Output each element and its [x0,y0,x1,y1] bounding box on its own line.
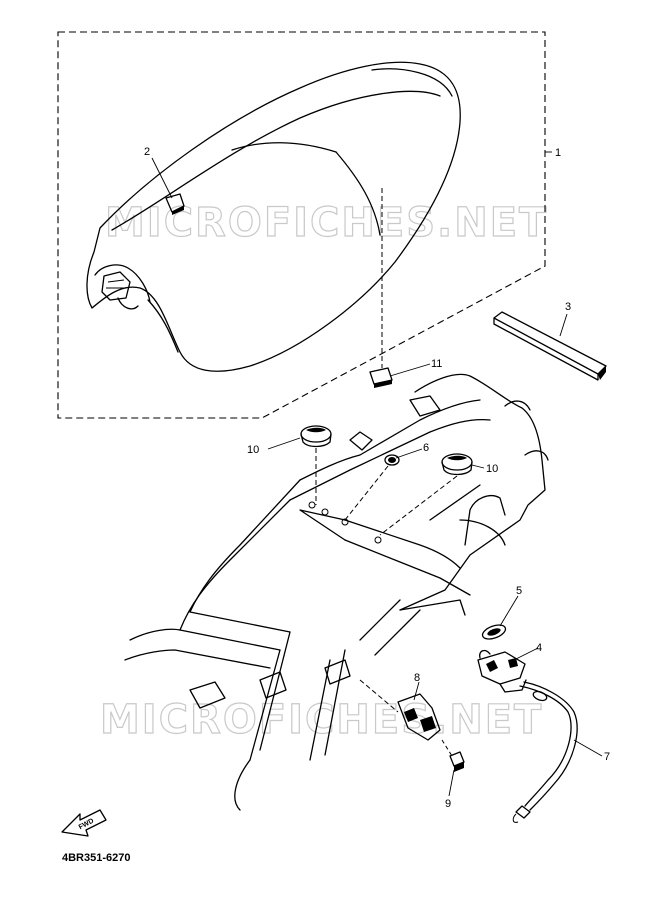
forward-arrow-icon: FWD [61,809,107,837]
part-5-grommet [481,624,507,640]
callout-10-right: 10 [486,463,498,475]
callout-3: 3 [565,301,571,313]
seat-assembly-boundary [57,31,546,419]
callout-5: 5 [516,585,522,597]
part-10-damper-left [300,425,332,505]
watermark-top: MICROFICHES.NET [105,200,548,246]
part-10-damper-right [379,453,473,536]
callout-10-left: 10 [247,444,259,456]
callout-11: 11 [431,358,442,370]
part-11-seat-hook [369,188,393,388]
callout-6: 6 [423,442,429,454]
part-9-bolt [441,739,465,772]
rear-frame [124,373,549,811]
part-4-seat-lock [477,649,527,693]
seat [86,61,461,372]
callout-8: 8 [414,672,420,684]
part-8-bracket [359,679,441,741]
callout-9: 9 [445,798,451,810]
part-7-cable [512,681,578,823]
part-2-seat-clip [165,193,185,215]
diagram-part-code: 4BR351-6270 [62,852,131,864]
part-6-damper [344,454,400,521]
callout-7: 7 [604,751,610,763]
callout-1: 1 [555,147,561,159]
part-3-strip [493,311,607,381]
callout-2: 2 [144,146,150,158]
callout-4: 4 [536,642,542,654]
